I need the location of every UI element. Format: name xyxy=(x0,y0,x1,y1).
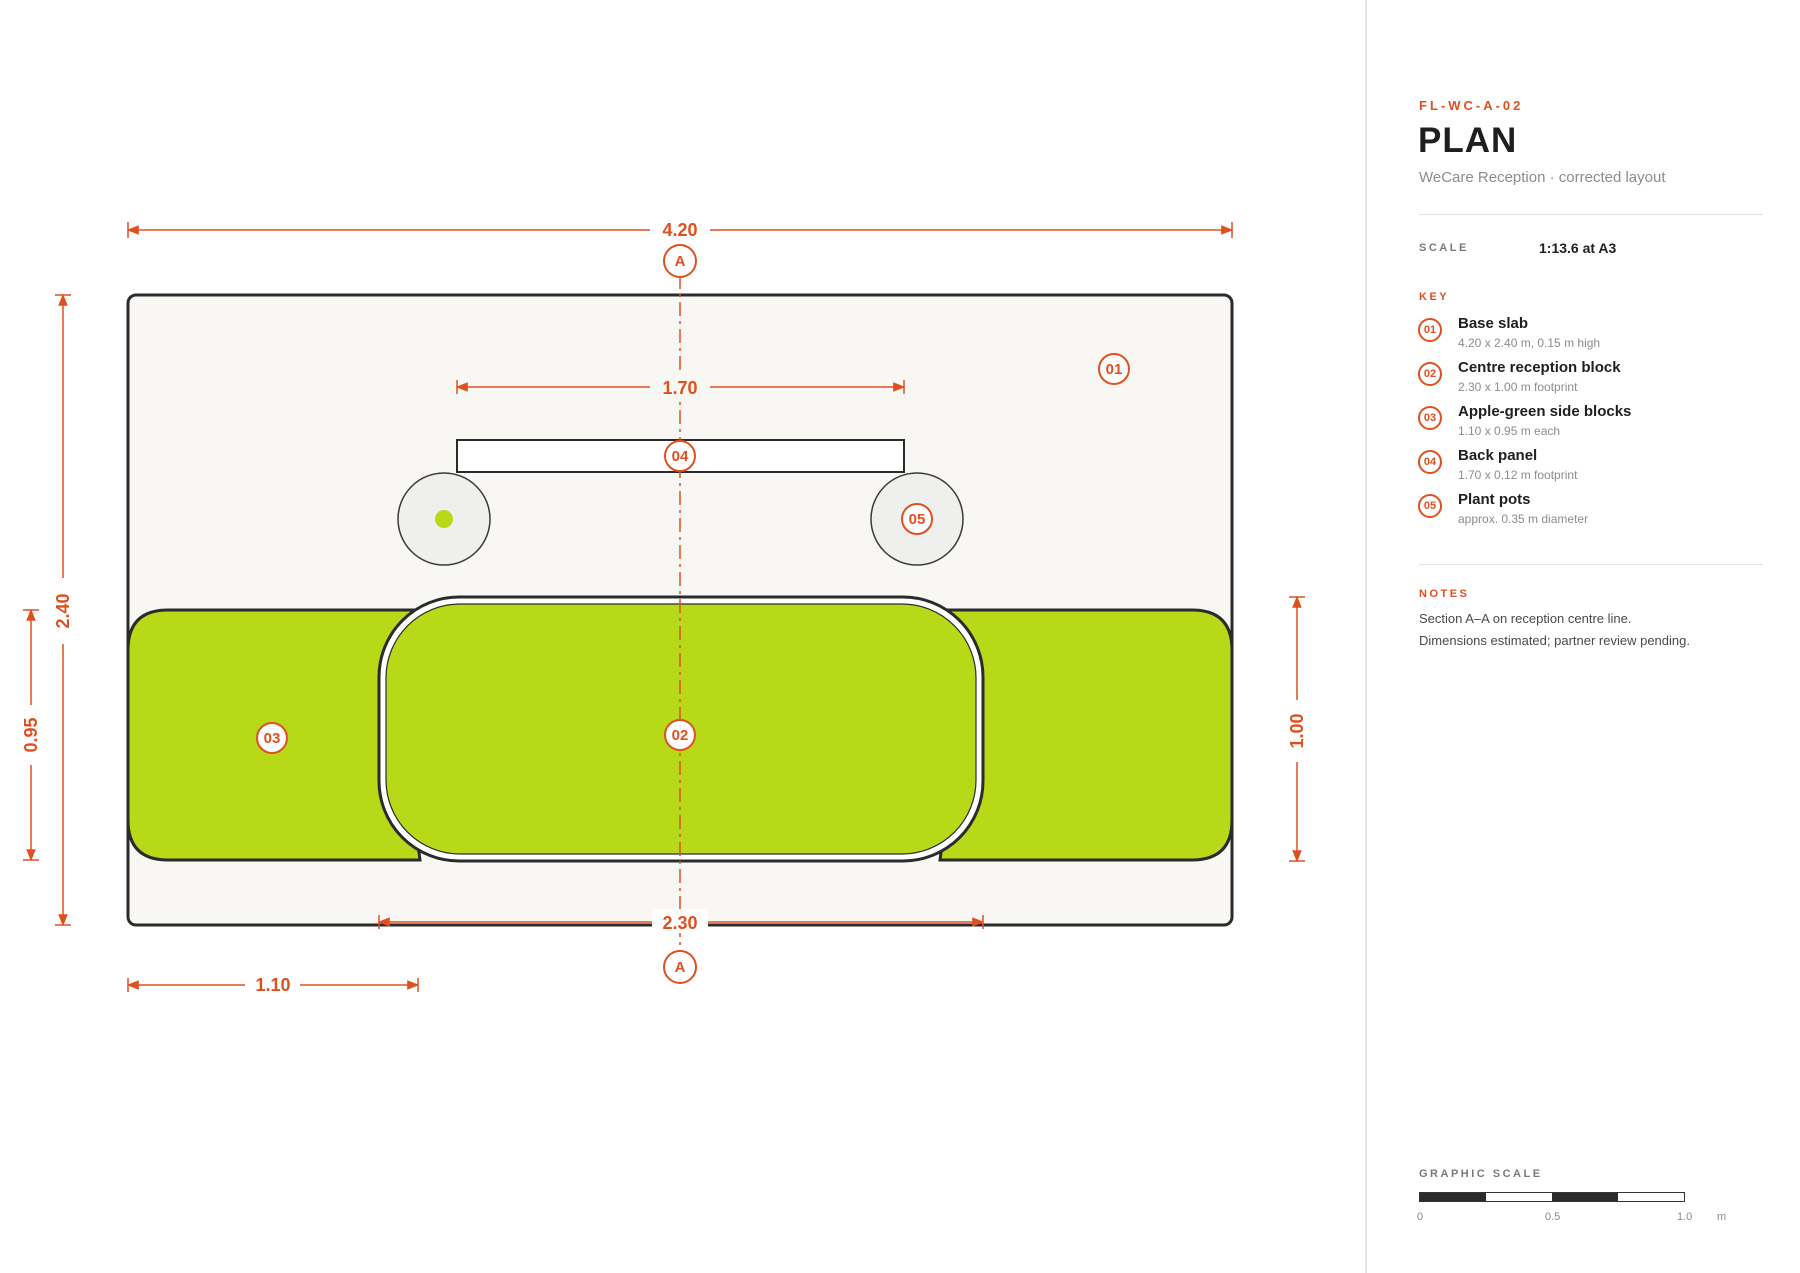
tag-02 xyxy=(664,719,696,751)
graphic-scale-bar xyxy=(1419,1192,1685,1202)
scale-tick: 1.0 xyxy=(1677,1211,1693,1223)
divider xyxy=(1419,214,1763,215)
note-line: Section A–A on reception centre line. xyxy=(1419,611,1632,626)
tag-05 xyxy=(901,503,933,535)
key-badge: 03 xyxy=(1418,406,1442,430)
plan-drawing: 4.20 A 1.70 2.40 0.95 1.00 xyxy=(21,220,1307,995)
key-desc: 1.10 x 0.95 m each xyxy=(1458,424,1561,438)
section-marker-bottom xyxy=(663,950,697,984)
tag-01-label: 01 xyxy=(1106,361,1123,378)
key-item: 04 Back panel 1.70 x 0.12 m footprint xyxy=(1418,447,1758,492)
key-desc: 2.30 x 1.00 m footprint xyxy=(1458,380,1578,394)
tag-04 xyxy=(664,440,696,472)
dim-side-block-width: 1.10 xyxy=(255,975,290,995)
section-marker-bottom-label: A xyxy=(675,959,686,976)
tag-04-label: 04 xyxy=(672,448,689,465)
tag-05-label: 05 xyxy=(909,511,926,528)
page-subtitle: WeCare Reception · corrected layout xyxy=(1419,169,1666,186)
dim-overall-width: 4.20 xyxy=(662,220,697,240)
key-name: Plant pots xyxy=(1458,491,1531,508)
tag-02-label: 02 xyxy=(672,727,689,744)
scale-segment xyxy=(1552,1193,1618,1201)
page-title: PLAN xyxy=(1418,121,1518,160)
scale-value: 1:13.6 at A3 xyxy=(1539,240,1617,256)
scale-segment xyxy=(1486,1193,1552,1201)
dim-centre-depth: 1.00 xyxy=(1287,713,1307,748)
key-desc: 4.20 x 2.40 m, 0.15 m high xyxy=(1458,336,1601,350)
scale-tick: 0 xyxy=(1417,1211,1424,1223)
key-badge: 05 xyxy=(1418,494,1442,518)
dim-overall-depth: 2.40 xyxy=(53,593,73,628)
scale-unit: m xyxy=(1717,1211,1727,1223)
key-item: 05 Plant pots approx. 0.35 m diameter xyxy=(1418,491,1758,536)
divider xyxy=(1419,564,1763,565)
key-name: Centre reception block xyxy=(1458,359,1621,376)
tag-03 xyxy=(256,722,288,754)
dim-centre-width: 2.30 xyxy=(662,913,697,933)
key-badge: 01 xyxy=(1418,318,1442,342)
key-desc: approx. 0.35 m diameter xyxy=(1458,512,1589,526)
key-name: Apple-green side blocks xyxy=(1458,403,1632,420)
key-desc: 1.70 x 0.12 m footprint xyxy=(1458,468,1578,482)
key-item: 01 Base slab 4.20 x 2.40 m, 0.15 m high xyxy=(1418,315,1758,360)
key-name: Base slab xyxy=(1458,315,1529,332)
dim-panel-width: 1.70 xyxy=(662,378,697,398)
key-badge: 04 xyxy=(1418,450,1442,474)
plant-dot xyxy=(435,510,453,528)
key-item: 03 Apple-green side blocks 1.10 x 0.95 m… xyxy=(1418,403,1758,448)
graphic-scale-label: GRAPHIC SCALE xyxy=(1419,1168,1543,1180)
key-label: KEY xyxy=(1419,291,1450,303)
scale-segment xyxy=(1420,1193,1486,1201)
section-marker-top-label: A xyxy=(675,253,686,270)
scale-tick: 0.5 xyxy=(1545,1211,1561,1223)
key-name: Back panel xyxy=(1458,447,1538,464)
key-item: 02 Centre reception block 2.30 x 1.00 m … xyxy=(1418,359,1758,404)
key-list: 01 Base slab 4.20 x 2.40 m, 0.15 m high … xyxy=(1418,315,1758,536)
tag-01 xyxy=(1098,353,1130,385)
section-marker-top xyxy=(663,244,697,278)
tag-03-label: 03 xyxy=(264,730,281,747)
note-line: Dimensions estimated; partner review pen… xyxy=(1419,633,1690,648)
dim-side-block-depth: 0.95 xyxy=(21,717,41,752)
scale-label: SCALE xyxy=(1419,242,1469,254)
sheet-code: FL-WC-A-02 xyxy=(1419,98,1524,113)
key-badge: 02 xyxy=(1418,362,1442,386)
title-block: FL-WC-A-02 PLAN WeCare Reception · corre… xyxy=(1365,0,1800,1273)
notes-label: NOTES xyxy=(1419,588,1470,600)
scale-segment xyxy=(1618,1193,1684,1201)
